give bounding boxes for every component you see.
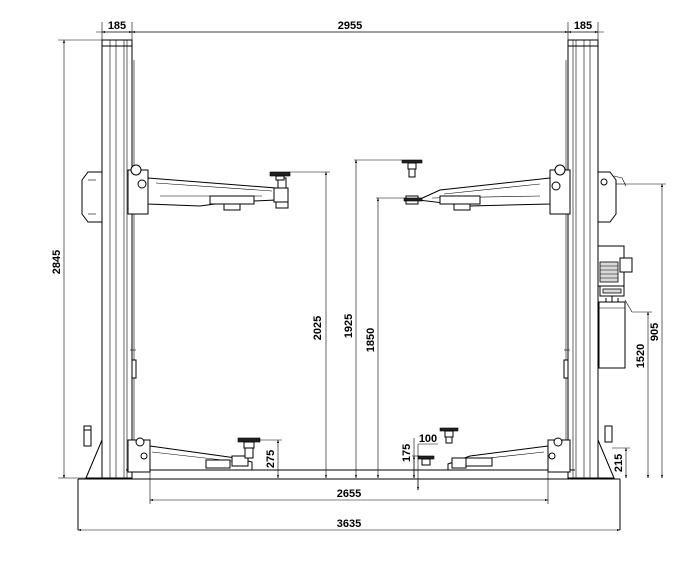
- dim-max-lift-height: 2025: [312, 316, 324, 340]
- right-column: [563, 39, 599, 479]
- right-lock-box: [597, 171, 627, 223]
- left-upper-arm: [127, 164, 291, 215]
- left-column: [101, 39, 137, 479]
- dim-adapter-height: 100: [419, 433, 437, 445]
- dim-inner-span: 2955: [338, 20, 362, 32]
- dim-power-unit-height: 905: [649, 323, 661, 341]
- left-column-foot: [83, 425, 103, 479]
- dim-min-pad-height: 175: [401, 444, 413, 462]
- dim-drive-through-width: 2655: [337, 488, 361, 500]
- dim-power-unit-mount: 1520: [635, 344, 647, 368]
- dimension-lines: [58, 22, 666, 532]
- right-column-foot: [597, 425, 615, 479]
- dim-column-width-right: 185: [574, 20, 592, 32]
- dim-pad-height-left: 275: [265, 450, 277, 468]
- dimension-labels: 185 2955 185 2845 2025 1925 1850 905 152…: [51, 20, 661, 530]
- left-lock-box: [81, 171, 103, 223]
- dim-max-pad-height-high: 1925: [343, 314, 355, 338]
- dim-max-pad-height-low: 1850: [365, 328, 377, 352]
- dim-overall-height: 2845: [51, 250, 63, 274]
- right-upper-arm: [401, 159, 571, 215]
- power-unit: [597, 245, 633, 369]
- left-lower-arm: [127, 437, 261, 473]
- dim-column-width-left: 185: [108, 20, 126, 32]
- right-lower-arm: [417, 427, 571, 473]
- dim-overall-width: 3635: [337, 518, 361, 530]
- dim-base-height: 215: [613, 454, 625, 472]
